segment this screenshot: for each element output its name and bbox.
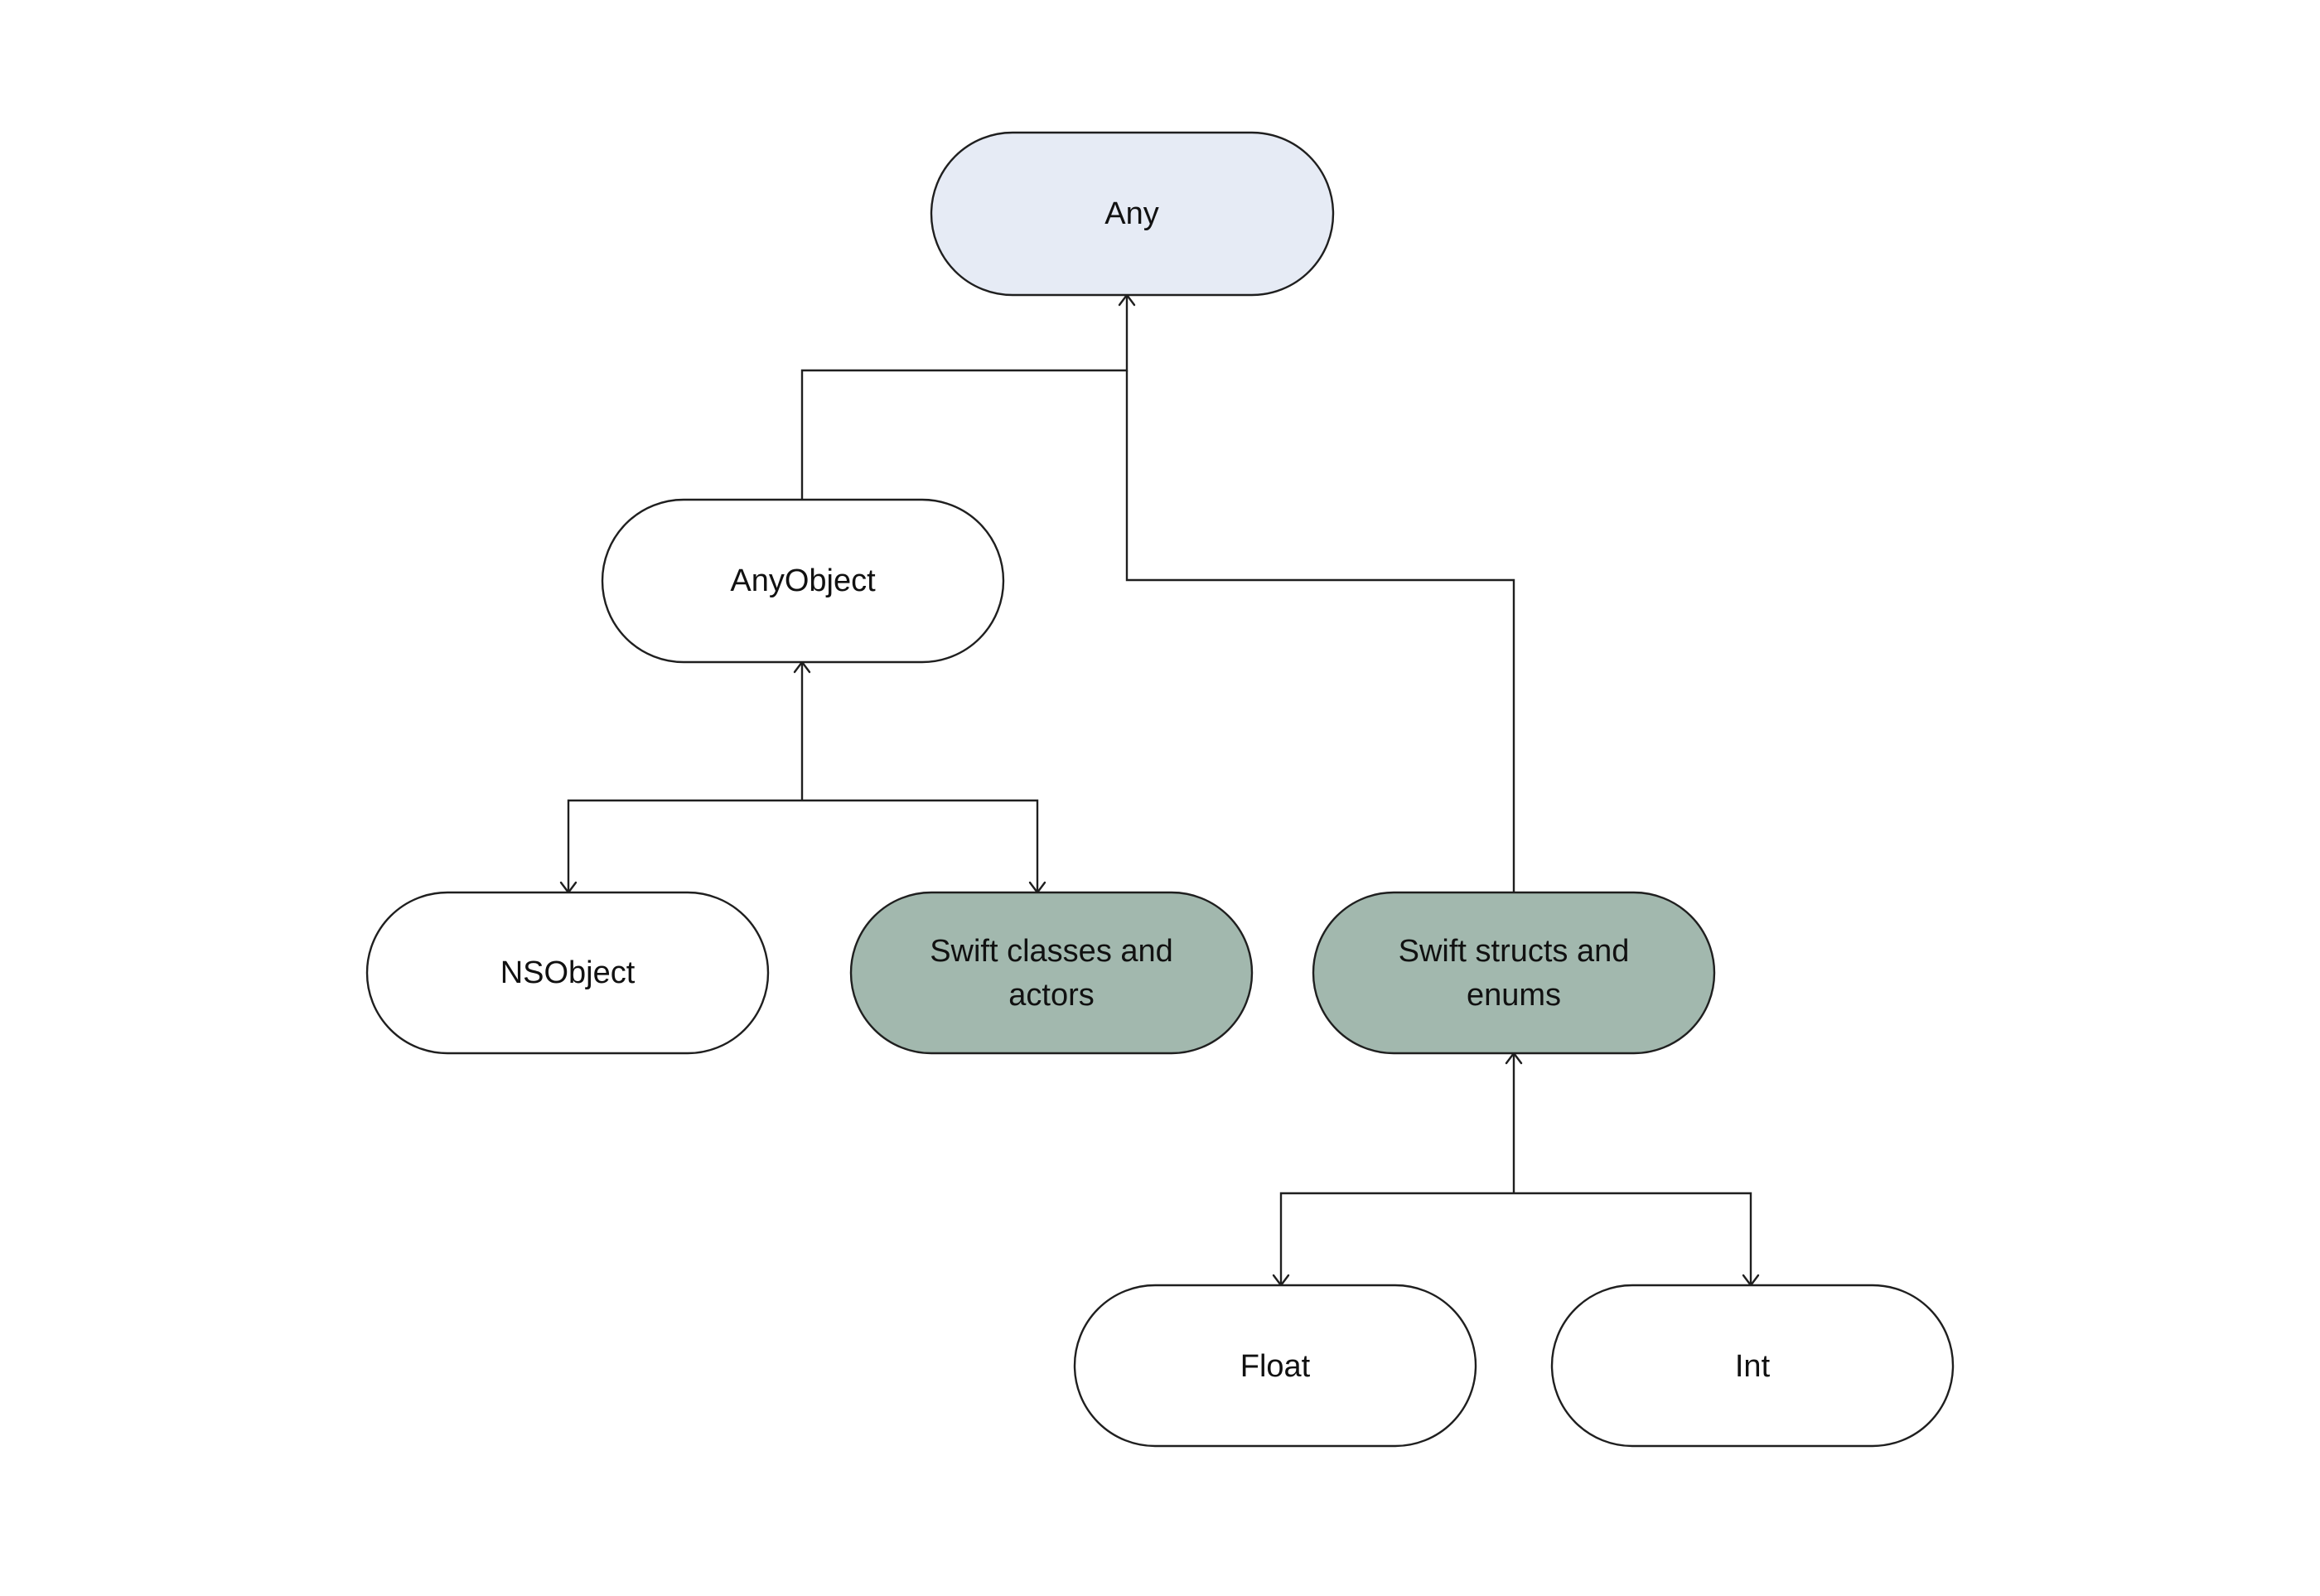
node-swift-classes-label-line1: Swift classes and	[930, 934, 1173, 969]
edge-anyobject-to-any	[800, 295, 1129, 500]
node-swift-classes-shape	[849, 891, 1254, 1055]
node-anyobject: AnyObject	[601, 498, 1005, 664]
edge-anyobject-to-nsobject	[567, 799, 802, 892]
edge-swift-structs-to-any	[1125, 370, 1515, 892]
node-float: Float	[1073, 1284, 1477, 1448]
node-swift-structs-label-line2: enums	[1467, 978, 1561, 1013]
node-anyobject-shape	[601, 498, 1005, 664]
node-swift-classes-label-line2: actors	[1008, 978, 1094, 1013]
node-float-shape	[1073, 1284, 1477, 1448]
node-swift-classes: Swift classes and actors	[849, 891, 1254, 1055]
edge-anyobject-to-swift-classes	[802, 799, 1039, 892]
node-nsobject-shape	[365, 891, 770, 1055]
node-swift-structs-label-line1: Swift structs and	[1399, 934, 1630, 969]
node-swift-structs: Swift structs and enums	[1312, 891, 1716, 1055]
edge-swift-structs-to-float	[1279, 1192, 1514, 1285]
node-any: Any	[930, 131, 1335, 297]
node-any-label: Any	[1104, 196, 1158, 231]
node-any-shape	[930, 131, 1335, 297]
node-int-label: Int	[1735, 1349, 1771, 1384]
node-int-shape	[1550, 1284, 1955, 1448]
node-nsobject: NSObject	[365, 891, 770, 1055]
edge-swift-structs-to-int	[1514, 1192, 1752, 1285]
edges	[559, 293, 1760, 1287]
node-int: Int	[1550, 1284, 1955, 1448]
node-float-label: Float	[1240, 1349, 1311, 1384]
node-nsobject-label: NSObject	[500, 955, 636, 990]
node-anyobject-label: AnyObject	[730, 563, 876, 598]
node-swift-structs-shape	[1312, 891, 1716, 1055]
